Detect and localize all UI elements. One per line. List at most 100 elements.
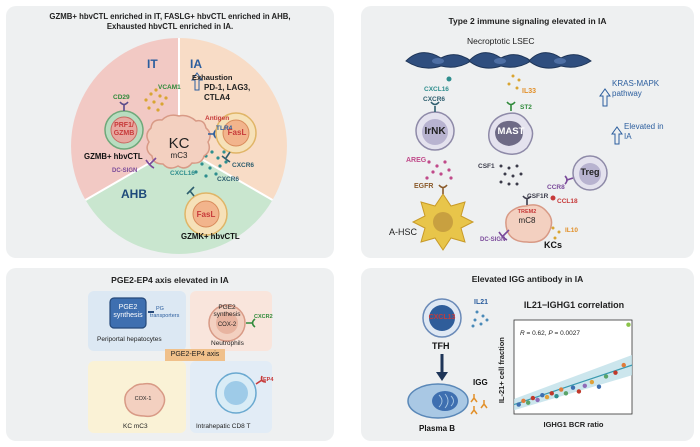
chart-xlabel: IGHG1 BCR ratio <box>543 420 604 429</box>
scatter-point-8 <box>554 393 559 399</box>
chart-title: IL21−IGHG1 correlation <box>523 300 625 310</box>
scatter-chart: R = 0.62, P = 0.0027 <box>513 319 633 415</box>
exhaustion-label: Exhaustion <box>192 73 233 82</box>
cxcr6-receptor-ia-icon <box>221 151 231 163</box>
dc-sign-kc-receptor-icon <box>498 229 510 241</box>
gzmb-nucleus <box>110 116 138 144</box>
scatter-point-0 <box>516 402 521 407</box>
lsec-cells <box>405 52 592 69</box>
st2-receptor-icon <box>506 101 516 111</box>
scatter-point-5 <box>540 393 545 398</box>
fasl-ia-label: FasL <box>227 128 247 137</box>
fasl-nucleus-ia <box>222 119 250 147</box>
csf1r-receptor-icon <box>522 195 532 205</box>
sector-ahb <box>85 146 273 254</box>
mast-label: MAST <box>497 126 525 137</box>
kc-mc8-cell <box>505 204 553 244</box>
ccl18-label: CCL18 <box>557 198 578 205</box>
neutrophil-nucleus <box>216 312 238 334</box>
cox1-label: COX-1 <box>134 396 152 402</box>
treg-nucleus <box>579 163 601 185</box>
cox2-label: COX-2 <box>217 322 237 328</box>
cd29-label: CD29 <box>113 94 130 101</box>
periportal-label: Periportal hepatocytes <box>97 336 162 343</box>
scatter-point-13 <box>582 383 587 388</box>
kc-sub-label: mC3 <box>170 151 188 160</box>
scatter-point-7 <box>549 391 554 396</box>
scatter-point-6 <box>544 394 550 400</box>
prf1-gzmb-line1: PRF1/ <box>114 122 134 129</box>
exhaustion-markers-line2: CTLA4 <box>204 93 230 102</box>
cxcl16-label: CXCL16 <box>170 170 195 177</box>
egfr-receptor-icon <box>438 184 448 194</box>
egfr-label: EGFR <box>414 183 434 190</box>
igg-antibody-icons <box>470 394 488 415</box>
panel-type2-title: Type 2 immune signaling elevated in IA <box>448 16 607 26</box>
scatter-point-17 <box>613 370 618 375</box>
kras-label-line1: KRAS-MAPK <box>612 79 660 88</box>
scatter-point-12 <box>576 389 582 394</box>
igg-label: IGG <box>473 378 488 387</box>
areg-label: AREG <box>406 157 427 164</box>
treg-label: Treg <box>580 167 600 177</box>
areg-dots <box>425 160 453 180</box>
exhaustion-markers-line1: PD-1, LAG3, <box>204 83 251 92</box>
irnk-nucleus <box>422 119 448 145</box>
cxcr6-ahb-label: CXCR6 <box>217 176 240 183</box>
dc-sign-label: DC-SIGN <box>112 168 138 174</box>
lsec-label: Necroptotic LSEC <box>467 36 535 46</box>
scatter-point-3 <box>530 395 536 401</box>
kras-up-arrow-icon <box>599 88 611 107</box>
cxcr2-label: CXCR2 <box>254 314 273 320</box>
up-arrow-icon <box>191 72 203 91</box>
panel-igg-title: Elevated IGG antibody in IA <box>471 274 584 284</box>
kc-label: KC <box>168 135 190 152</box>
annotation-rval: = 0.62, <box>525 330 549 337</box>
tfh-label: TFH <box>432 341 450 351</box>
cd8-nucleus <box>224 381 248 405</box>
scatter-point-15 <box>596 384 602 389</box>
st2-label: ST2 <box>520 104 532 111</box>
prf1-gzmb-line2: GZMB <box>113 130 135 137</box>
cd29-receptor-icon <box>119 101 129 111</box>
vcam1-dots <box>144 88 168 112</box>
scatter-point-4 <box>535 397 540 403</box>
sector-ahb-label: AHB <box>121 187 147 201</box>
kras-label-line2: pathway <box>612 89 642 98</box>
panel-hbvctl-title-line1: GZMB+ hbvCTL enriched in IT, FASLG+ hbvC… <box>49 12 291 21</box>
elevated-label-line2: IA <box>624 132 632 141</box>
fasl-ahb-label: FasL <box>196 210 216 219</box>
a-hsc-label: A-HSC <box>389 227 418 237</box>
pge2-label-line1: PGE2 <box>118 304 138 311</box>
scatter-point-18 <box>621 362 626 368</box>
cxcl16-drop-icon <box>446 76 452 82</box>
tlr4-label: TLR4 <box>216 125 233 132</box>
ep4-receptor-icon <box>255 375 267 385</box>
ep4-label: EP4 <box>263 377 274 383</box>
pge2-diagram <box>109 297 267 418</box>
irnk-label: IrNK <box>424 126 446 137</box>
scatter-point-14 <box>589 379 595 385</box>
neutrophils-label: Neutrophils <box>211 340 244 347</box>
pge2-ep4-axis-label: PGE2-EP4 axis <box>165 349 225 361</box>
cxcl16-b-label: CXCL16 <box>424 86 449 93</box>
vcam1-label: VCAM1 <box>158 84 181 91</box>
ccl18-drop-icon <box>550 195 556 201</box>
pg-label-line2: transporters <box>150 313 180 319</box>
mast-nucleus <box>495 120 523 146</box>
fasl-nucleus-ahb <box>192 200 220 228</box>
pg-label-line1: PG <box>156 306 164 312</box>
annotation-p: P <box>548 330 553 337</box>
il33-dots <box>507 74 521 90</box>
mc8-label: mC8 <box>518 216 536 225</box>
plasma-b-label: Plasma B <box>419 424 456 433</box>
scatter-point-2 <box>525 400 531 405</box>
il10-label: IL10 <box>565 227 579 234</box>
hbvctl-diagram <box>71 38 287 254</box>
annotation-pval: = 0.0027 <box>553 330 581 337</box>
trem2-label: TREM2 <box>517 209 537 215</box>
elevated-label-line1: Elevated in <box>624 122 664 131</box>
cd8-label: Intrahepatic CD8 T <box>196 423 251 430</box>
dc-sign-receptor-icon <box>145 157 157 169</box>
